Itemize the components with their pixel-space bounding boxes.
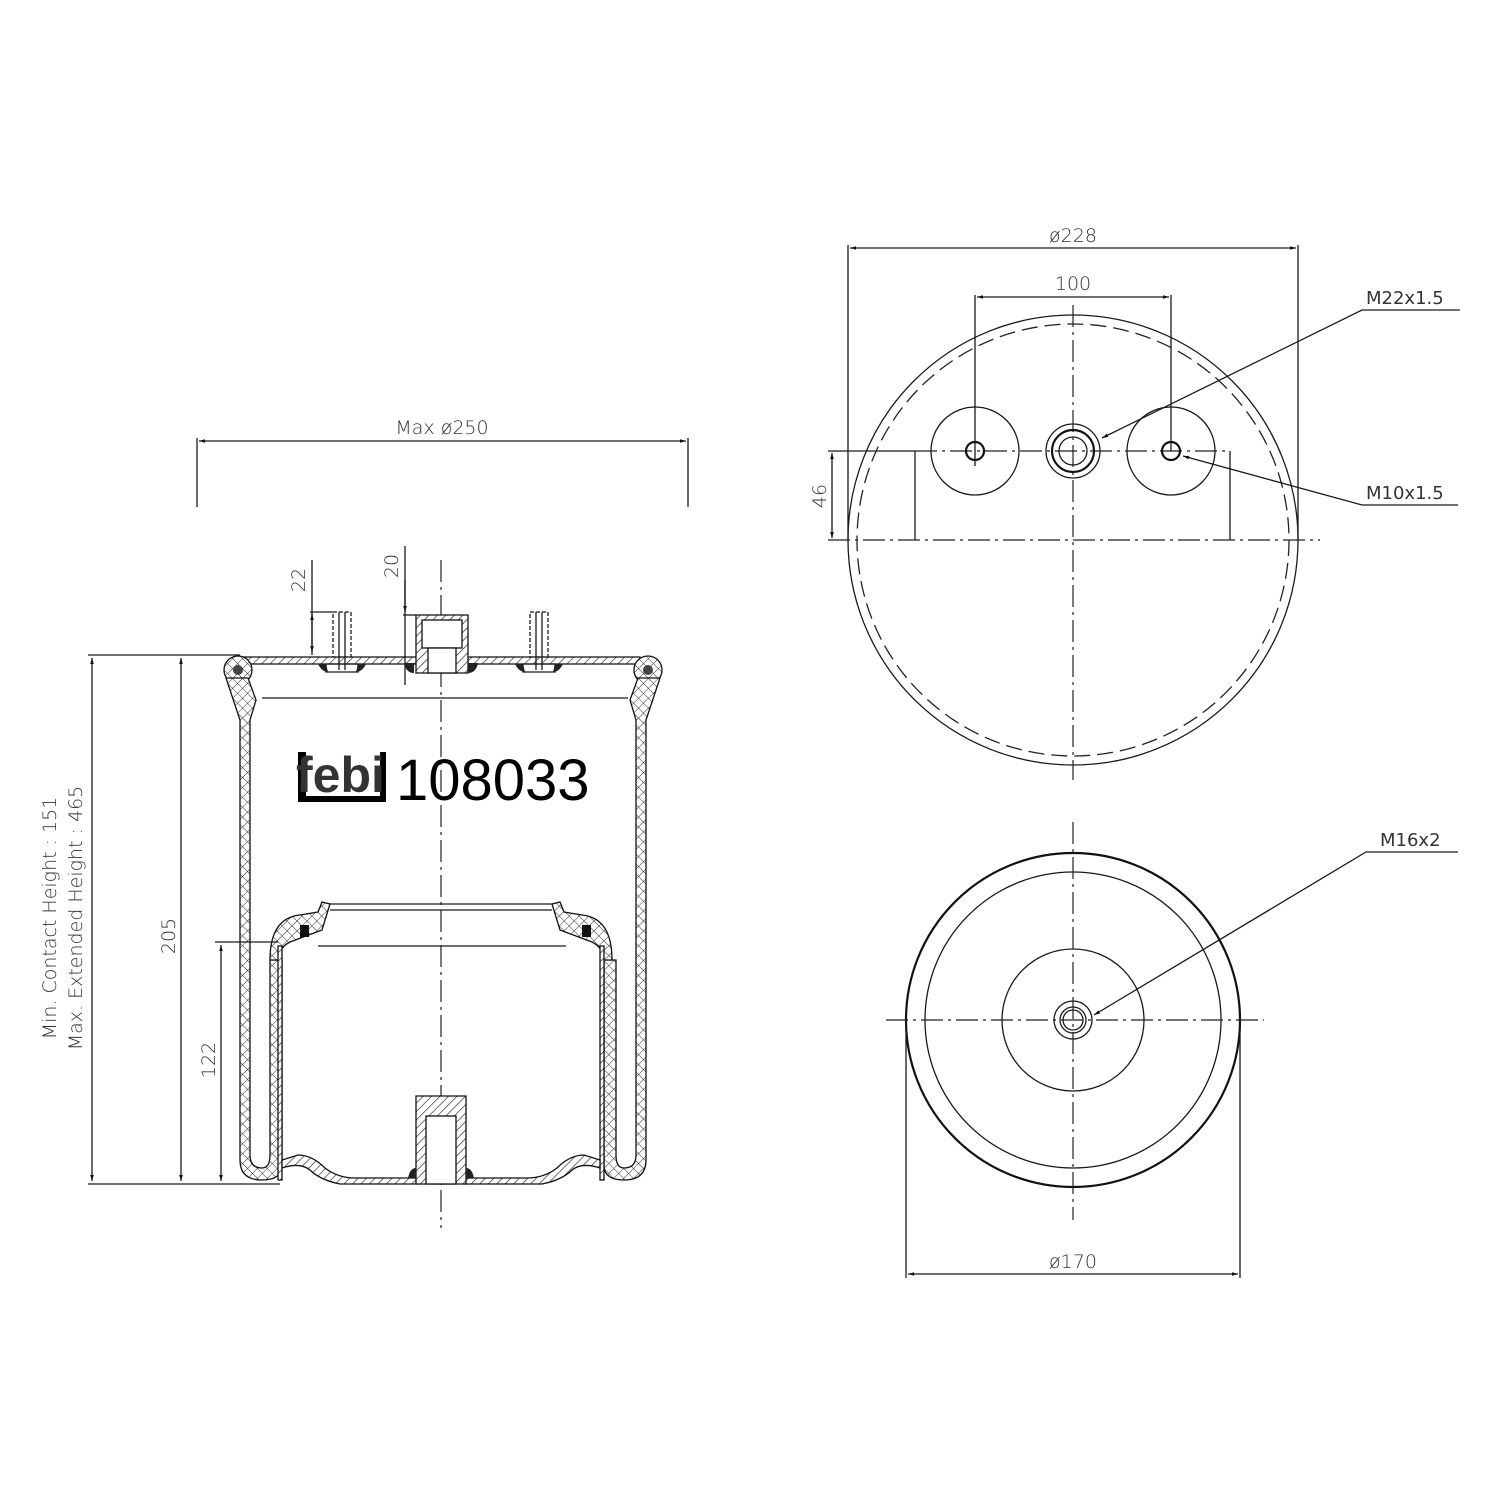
port-height-label: 20 <box>381 554 403 578</box>
brand-name: febi <box>296 747 385 803</box>
offset-label: 46 <box>809 484 831 508</box>
top-view: ø228 100 46 M22x1.5 M10x1.5 <box>809 225 1460 780</box>
part-number: 108033 <box>396 748 590 813</box>
bottom-diameter-label: ø170 <box>1049 1251 1097 1273</box>
piston <box>269 901 613 1185</box>
bottom-view: ø170 M16x2 <box>886 822 1458 1278</box>
side-section-view: Max ø250 <box>39 417 689 1228</box>
overall-height-dimension: 205 <box>88 654 280 1185</box>
bolt-thread-label: M16x2 <box>1380 830 1441 851</box>
left-stud <box>318 611 366 673</box>
max-diameter-label: Max ø250 <box>395 417 488 439</box>
port-height-dimension: 20 <box>381 546 416 685</box>
air-port-thread-label: M22x1.5 <box>1366 288 1444 309</box>
piston-height-label: 122 <box>198 1042 220 1078</box>
bolt-leader <box>1093 851 1458 1016</box>
min-contact-height-note: Min. Contact Height : 151 <box>39 797 61 1040</box>
bellows-left-wall <box>225 677 283 1181</box>
max-diameter-dimension: Max ø250 <box>196 417 689 507</box>
max-extended-height-note: Max. Extended Height : 465 <box>65 786 87 1051</box>
stud-leader <box>1182 455 1458 506</box>
air-port-fitting <box>404 614 478 674</box>
brand-logo: febi <box>296 747 386 803</box>
right-stud <box>515 611 563 673</box>
stud-spacing-label: 100 <box>1055 273 1091 295</box>
piston-height-dimension: 122 <box>198 941 278 1181</box>
stud-thread-label: M10x1.5 <box>1366 483 1444 504</box>
stud-height-dimension: 22 <box>288 560 333 655</box>
air-port-leader <box>1101 309 1460 439</box>
stud-height-label: 22 <box>288 568 310 592</box>
overall-height-label: 205 <box>158 918 180 954</box>
bellows-right-wall <box>603 677 661 1181</box>
top-diameter-label: ø228 <box>1049 225 1097 247</box>
